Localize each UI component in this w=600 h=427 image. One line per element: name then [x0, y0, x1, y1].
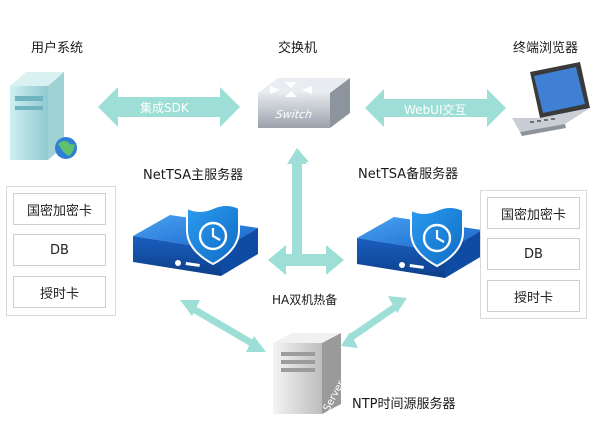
backup-server-components: 国密加密卡 DB 授时卡 — [480, 190, 587, 319]
main-to-ntp-arrow — [180, 300, 266, 352]
backup-to-ntp-arrow — [341, 296, 407, 348]
switch-text: Switch — [275, 108, 313, 121]
main-shield-icon — [186, 204, 240, 266]
ntp-label: NTP时间源服务器 — [352, 397, 456, 412]
db-label: DB — [50, 242, 69, 258]
ntp-server-icon: Server — [273, 333, 347, 414]
user-system-label: 用户系统 — [31, 41, 84, 56]
timing-card-box: 授时卡 — [487, 280, 580, 312]
sdk-arrow — [98, 87, 240, 127]
laptop-icon — [512, 62, 590, 136]
crypto-card-label: 国密加密卡 — [26, 203, 92, 219]
user-computer-icon — [10, 72, 77, 160]
timing-card-label: 授时卡 — [513, 290, 553, 306]
browser-label: 终端浏览器 — [513, 41, 579, 56]
db-box: DB — [487, 238, 580, 270]
ha-arrow — [268, 245, 344, 275]
main-server-components: 国密加密卡 DB 授时卡 — [6, 186, 116, 316]
webui-arrow — [365, 89, 506, 127]
db-label: DB — [524, 246, 543, 262]
timing-card-label: 授时卡 — [39, 286, 79, 302]
backup-shield-icon — [410, 206, 464, 268]
ha-label: HA双机热备 — [272, 293, 338, 307]
crypto-card-label: 国密加密卡 — [500, 207, 566, 223]
switch-label: 交换机 — [278, 41, 318, 56]
db-box: DB — [13, 234, 106, 266]
webui-arrow-label: WebUI交互 — [404, 103, 467, 117]
main-server-label: NetTSA主服务器 — [143, 168, 244, 183]
switch-to-ha-arrow — [287, 148, 309, 254]
timing-card-box: 授时卡 — [13, 276, 106, 308]
switch-icon: Switch — [258, 78, 350, 128]
backup-server-label: NetTSA备服务器 — [358, 167, 459, 182]
sdk-arrow-label: 集成SDK — [140, 101, 189, 115]
crypto-card-box: 国密加密卡 — [487, 197, 580, 229]
crypto-card-box: 国密加密卡 — [13, 193, 106, 225]
